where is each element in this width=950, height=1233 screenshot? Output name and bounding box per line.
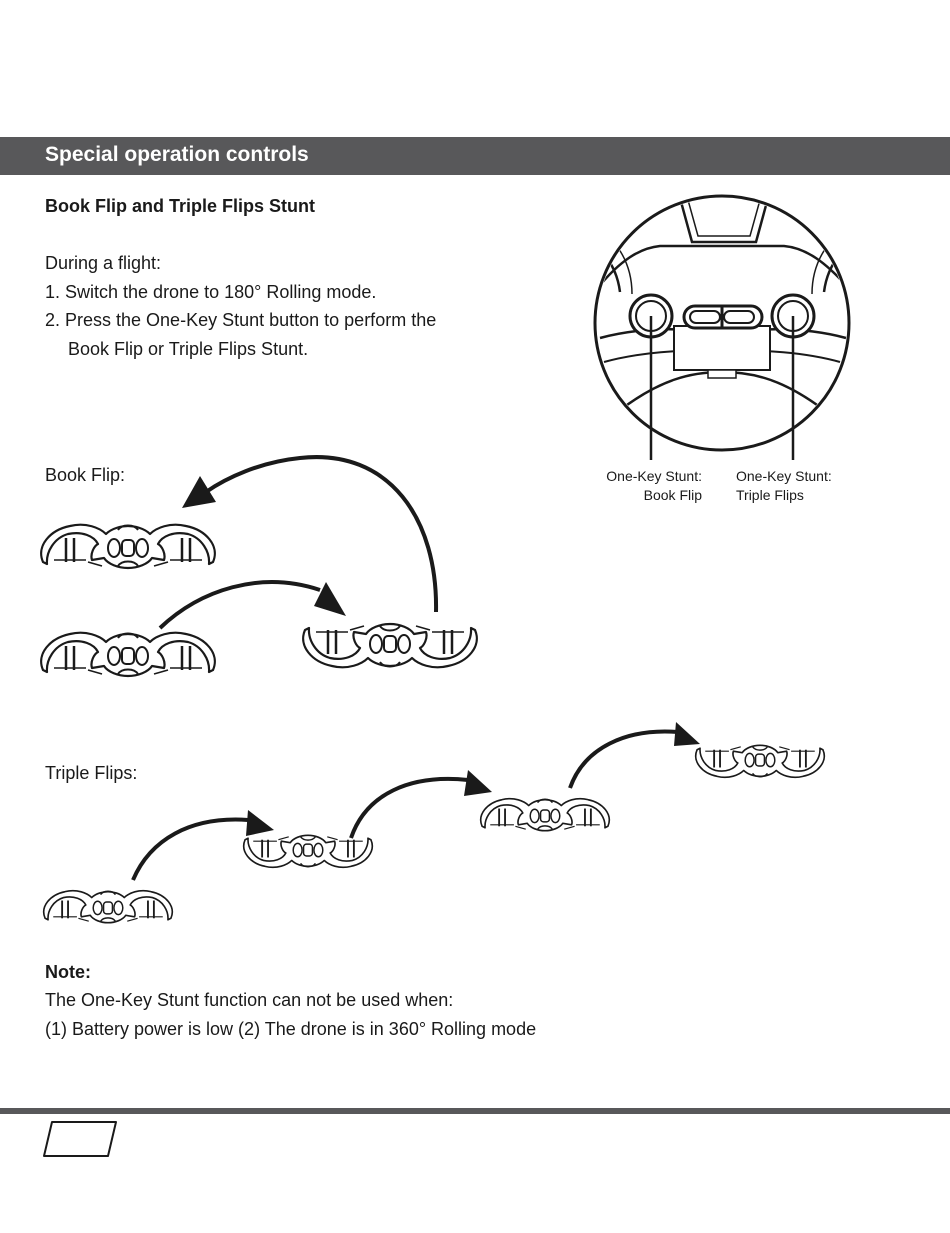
arrow-icon xyxy=(131,817,249,881)
step-2-continued: Book Flip or Triple Flips Stunt. xyxy=(68,339,309,359)
drone-icon xyxy=(479,797,611,832)
note-line-2: (1) Battery power is low (2) The drone i… xyxy=(45,1019,537,1039)
section-header-bar: Special operation controls xyxy=(0,137,950,175)
triple-flips-diagram xyxy=(42,722,826,924)
step-2: 2. Press the One-Key Stunt button to per… xyxy=(45,310,437,330)
callout-book-flip: One-Key Stunt: Book Flip xyxy=(560,467,702,505)
drone-icon xyxy=(39,523,217,570)
callout-book-flip-line1: One-Key Stunt: xyxy=(606,468,702,484)
arrowhead-icon xyxy=(314,582,346,616)
controller-closeup-diagram xyxy=(593,194,851,460)
subsection-heading: Book Flip and Triple Flips Stunt xyxy=(45,196,315,216)
arrow-icon xyxy=(158,580,321,630)
arrowhead-icon xyxy=(674,722,700,746)
note-title: Note: xyxy=(45,962,91,982)
page-number-tab xyxy=(43,1121,117,1157)
arrowhead-icon xyxy=(464,770,492,796)
callout-triple-flips-line1: One-Key Stunt: xyxy=(736,468,832,484)
arrow-icon xyxy=(204,455,439,613)
arrowhead-icon xyxy=(246,810,274,836)
drone-icon xyxy=(301,622,479,669)
intro-text: During a flight: xyxy=(45,253,162,273)
triple-flips-label: Triple Flips: xyxy=(45,763,138,783)
callout-triple-flips-line2: Triple Flips xyxy=(736,487,804,503)
arrow-icon xyxy=(568,729,679,789)
book-flip-label: Book Flip: xyxy=(45,465,126,485)
note-line-1: The One-Key Stunt function can not be us… xyxy=(45,990,454,1010)
book-flip-diagram xyxy=(39,455,479,678)
drone-icon xyxy=(39,631,217,678)
drone-icon xyxy=(694,744,826,779)
arrowhead-icon xyxy=(182,476,216,508)
callout-triple-flips: One-Key Stunt: Triple Flips xyxy=(736,467,866,505)
step-1: 1. Switch the drone to 180° Rolling mode… xyxy=(45,282,377,302)
drone-icon xyxy=(42,889,174,924)
footer-rule xyxy=(0,1108,950,1114)
arrow-icon xyxy=(349,777,469,839)
section-header-title: Special operation controls xyxy=(45,143,309,166)
callout-book-flip-line2: Book Flip xyxy=(643,487,702,503)
drone-icon xyxy=(242,834,374,869)
